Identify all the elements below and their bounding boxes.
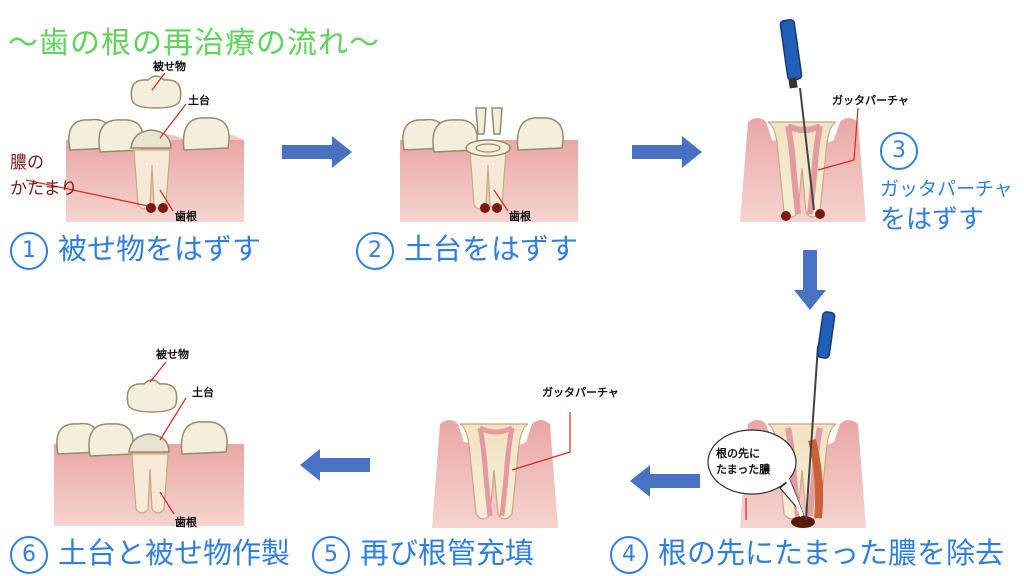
label-gutta: ガッタパーチャ bbox=[542, 386, 619, 399]
panel-1-illustration bbox=[25, 72, 244, 222]
step-number: 6 bbox=[10, 536, 48, 574]
crown bbox=[130, 75, 182, 109]
label-crown: 被せ物 bbox=[156, 348, 189, 361]
file-handle bbox=[779, 18, 803, 81]
core-abutment bbox=[130, 129, 172, 149]
step-number: 2 bbox=[356, 232, 394, 270]
label-pus: 膿の かたまり bbox=[10, 153, 78, 199]
label-root: 歯根 bbox=[175, 516, 197, 529]
step-3-caption: 3 ガッタパーチャ をはずす bbox=[880, 132, 1013, 236]
panel-2-illustration bbox=[400, 107, 578, 222]
panel-3-illustration bbox=[740, 18, 866, 222]
label-pus-at-tip: 根の先に たまった膿 bbox=[716, 447, 771, 476]
label-core: 土台 bbox=[192, 386, 214, 399]
arrow-left bbox=[630, 465, 700, 497]
panel-4-illustration bbox=[707, 311, 866, 528]
step-number: 5 bbox=[312, 536, 350, 574]
arrow-down bbox=[794, 250, 826, 310]
file-handle bbox=[816, 311, 836, 359]
tooth bbox=[182, 117, 230, 151]
label-core: 土台 bbox=[188, 94, 210, 107]
pus-blob bbox=[791, 516, 815, 528]
panel-6-illustration bbox=[54, 361, 244, 526]
step-number: 4 bbox=[610, 536, 648, 574]
panel-5-illustration bbox=[432, 412, 571, 528]
label-root: 歯根 bbox=[509, 210, 531, 223]
step-number: 1 bbox=[10, 232, 48, 270]
label-gutta: ガッタパーチャ bbox=[832, 94, 909, 107]
page-title: 〜歯の根の再治療の流れ〜 bbox=[8, 26, 380, 61]
pus-blob bbox=[158, 203, 168, 213]
label-crown: 被せ物 bbox=[153, 60, 186, 73]
flow-arrows bbox=[282, 136, 826, 497]
arrow-left bbox=[300, 449, 370, 481]
step-number: 3 bbox=[880, 132, 918, 170]
callout-bubble bbox=[707, 429, 797, 495]
pus-blob bbox=[146, 203, 156, 213]
removed-post bbox=[491, 107, 503, 135]
label-root: 歯根 bbox=[175, 210, 197, 223]
arrow-right bbox=[632, 136, 702, 168]
arrow-right bbox=[282, 136, 352, 168]
file-shaft bbox=[799, 87, 815, 211]
removed-post bbox=[475, 107, 487, 135]
